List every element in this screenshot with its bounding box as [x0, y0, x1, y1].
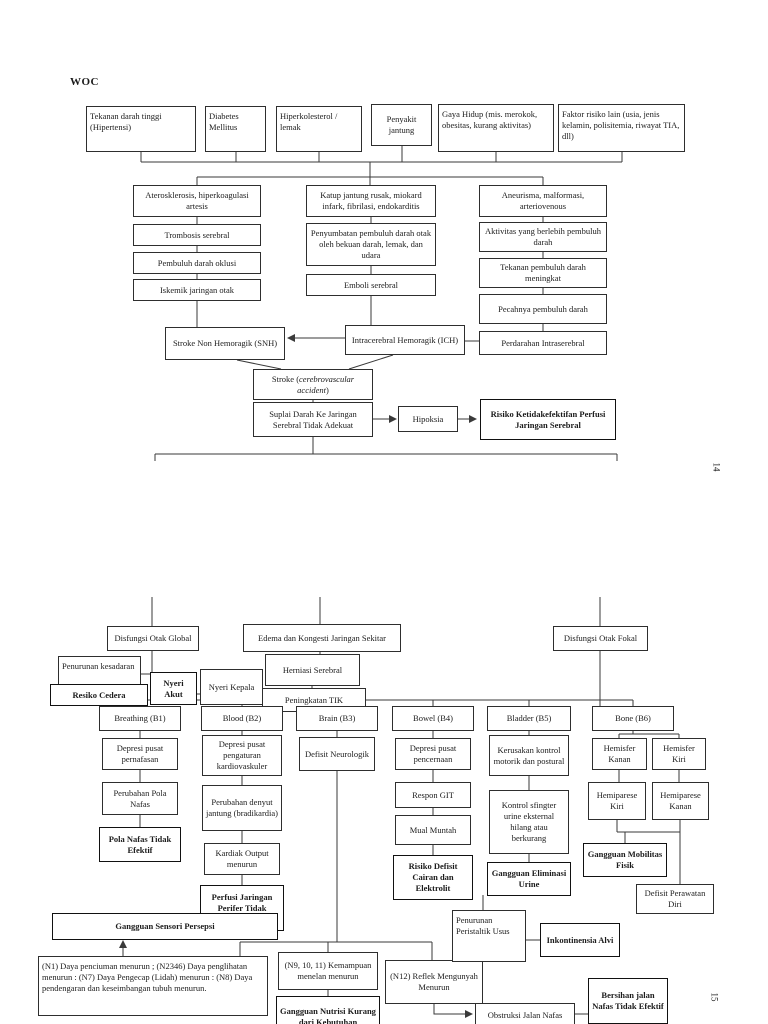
box-blood-b2: Blood (B2) [201, 706, 283, 731]
box-inkontinensia-alvi: Inkontinensia Alvi [540, 923, 620, 957]
box-bladder-b5: Bladder (B5) [487, 706, 571, 731]
arrowhead-into-gangguan-sensori [119, 940, 127, 948]
box-risiko-defisit-cairan: Risiko Defisit Cairan dan Elektrolit [393, 855, 473, 900]
box-bersihan-jalan-nafas: Bersihan jalan Nafas Tidak Efektif [588, 978, 668, 1024]
box-suplai-darah: Suplai Darah Ke Jaringan Serebral Tidak … [253, 402, 373, 437]
box-diabetes: Diabetes Mellitus [205, 106, 266, 152]
box-hemisfer-kiri: Hemisfer Kiri [652, 738, 706, 770]
box-trombosis: Trombosis serebral [133, 224, 261, 246]
box-stroke: Stroke (cerebrovascular accident) [253, 369, 373, 400]
box-kardiak-output: Kardiak Output menurun [204, 843, 280, 875]
box-herniasi: Herniasi Serebral [265, 654, 360, 686]
box-depresi-pencernaan: Depresi pusat pencernaan [395, 738, 471, 770]
box-katup-jantung: Katup jantung rusak, miokard infark, fib… [306, 185, 436, 217]
box-depresi-pernafasan: Depresi pusat pernafasan [102, 738, 178, 770]
box-breathing-b1: Breathing (B1) [99, 706, 181, 731]
box-kerusakan-kontrol: Kerusakan kontrol motorik dan postural [489, 735, 569, 776]
woc-title: WOC [70, 76, 99, 88]
box-hemiparese-kiri: Hemiparese Kiri [588, 782, 646, 820]
box-hemisfer-kanan: Hemisfer Kanan [592, 738, 647, 770]
box-hipoksia: Hipoksia [398, 406, 458, 432]
box-respon-git: Respon GIT [395, 782, 471, 808]
box-defisit-neurologik: Defisit Neurologik [299, 737, 375, 771]
box-bowel-b4: Bowel (B4) [392, 706, 474, 731]
box-n1-persepsi: (N1) Daya penciuman menurun ; (N2346) Da… [38, 956, 268, 1016]
box-emboli: Emboli serebral [306, 274, 436, 296]
box-nyeri-akut: Nyeri Akut [150, 672, 197, 705]
box-defisit-perawatan: Defisit Perawatan Diri [636, 884, 714, 914]
box-resiko-cedera: Resiko Cedera [50, 684, 148, 706]
box-gangguan-nutrisi: Gangguan Nutrisi Kurang dari Kebutuhan [276, 996, 380, 1024]
box-disfungsi-global: Disfungsi Otak Global [107, 626, 199, 651]
box-hipertensi: Tekanan darah tinggi (Hipertensi) [86, 106, 196, 152]
box-iskemik: Iskemik jaringan otak [133, 279, 261, 301]
stroke-label: Stroke (cerebrovascular accident) [271, 373, 355, 395]
arrowhead-into-risiko-perfusi [469, 415, 477, 423]
box-penyumbatan: Penyumbatan pembuluh darah otak oleh bek… [306, 223, 436, 266]
box-edema: Edema dan Kongesti Jaringan Sekitar [243, 624, 401, 652]
box-perdarahan: Perdarahan Intraserebral [479, 331, 607, 355]
box-perubahan-pola-nafas: Perubahan Pola Nafas [102, 782, 178, 815]
box-gangguan-mobilitas: Gangguan Mobilitas Fisik [583, 843, 667, 877]
box-faktor-risiko: Faktor risiko lain (usia, jenis kelamin,… [558, 104, 685, 152]
box-perubahan-denyut: Perubahan denyut jantung (bradikardia) [202, 785, 282, 831]
box-snh: Stroke Non Hemoragik (SNH) [165, 327, 285, 360]
box-pola-nafas-tidak-efektif: Pola Nafas Tidak Efektif [99, 827, 181, 862]
arrowhead-into-hipoksia [389, 415, 397, 423]
arrowhead-into-obstruksi [465, 1010, 473, 1018]
box-nyeri-kepala: Nyeri Kepala [200, 669, 263, 705]
box-depresi-kardio: Depresi pusat pengaturan kardiovaskuler [202, 735, 282, 776]
box-n9-menelan: (N9, 10, 11) Kemampuan menelan menurun [278, 952, 378, 990]
box-brain-b3: Brain (B3) [296, 706, 378, 731]
page-number-15: 15 [709, 992, 720, 1002]
box-obstruksi-jalan-nafas: Obstruksi Jalan Nafas [475, 1003, 575, 1024]
box-n12-reflek: (N12) Reflek Mengunyah Menurun [385, 960, 483, 1004]
box-tekanan-meningkat: Tekanan pembuluh darah meningkat [479, 258, 607, 288]
box-penurunan-peristaltik: Penurunan Peristaltik Usus [452, 910, 526, 962]
box-disfungsi-fokal: Disfungsi Otak Fokal [553, 626, 648, 651]
box-penyakit-jantung: Penyakit jantung [371, 104, 432, 146]
box-risiko-perfusi: Risiko Ketidakefektifan Perfusi Jaringan… [480, 399, 616, 440]
box-mual-muntah: Mual Muntah [395, 815, 471, 845]
box-aterosklerosis: Aterosklerosis, hiperkoagulasi artesis [133, 185, 261, 217]
page-number-14: 14 [711, 462, 722, 472]
box-gangguan-sensori: Gangguan Sensori Persepsi [52, 913, 278, 940]
box-kontrol-sfingter: Kontrol sfingter urine eksternal hilang … [489, 790, 569, 854]
box-aneurisma: Aneurisma, malformasi, arteriovenous [479, 185, 607, 217]
box-ich: Intracerebral Hemoragik (ICH) [345, 325, 465, 355]
box-bone-b6: Bone (B6) [592, 706, 674, 731]
box-hiperkolesterol: Hiperkolesterol / lemak [276, 106, 362, 152]
box-oklusi: Pembuluh darah oklusi [133, 252, 261, 274]
box-aktivitas-berlebih: Aktivitas yang berlebih pembuluh darah [479, 222, 607, 252]
box-gaya-hidup: Gaya Hidup (mis. merokok, obesitas, kura… [438, 104, 554, 152]
box-hemiparese-kanan: Hemiparese Kanan [652, 782, 709, 820]
arrowhead-into-snh [287, 334, 295, 342]
box-gangguan-eliminasi: Gangguan Eliminasi Urine [487, 862, 571, 896]
box-pecahnya: Pecahnya pembuluh darah [479, 294, 607, 324]
